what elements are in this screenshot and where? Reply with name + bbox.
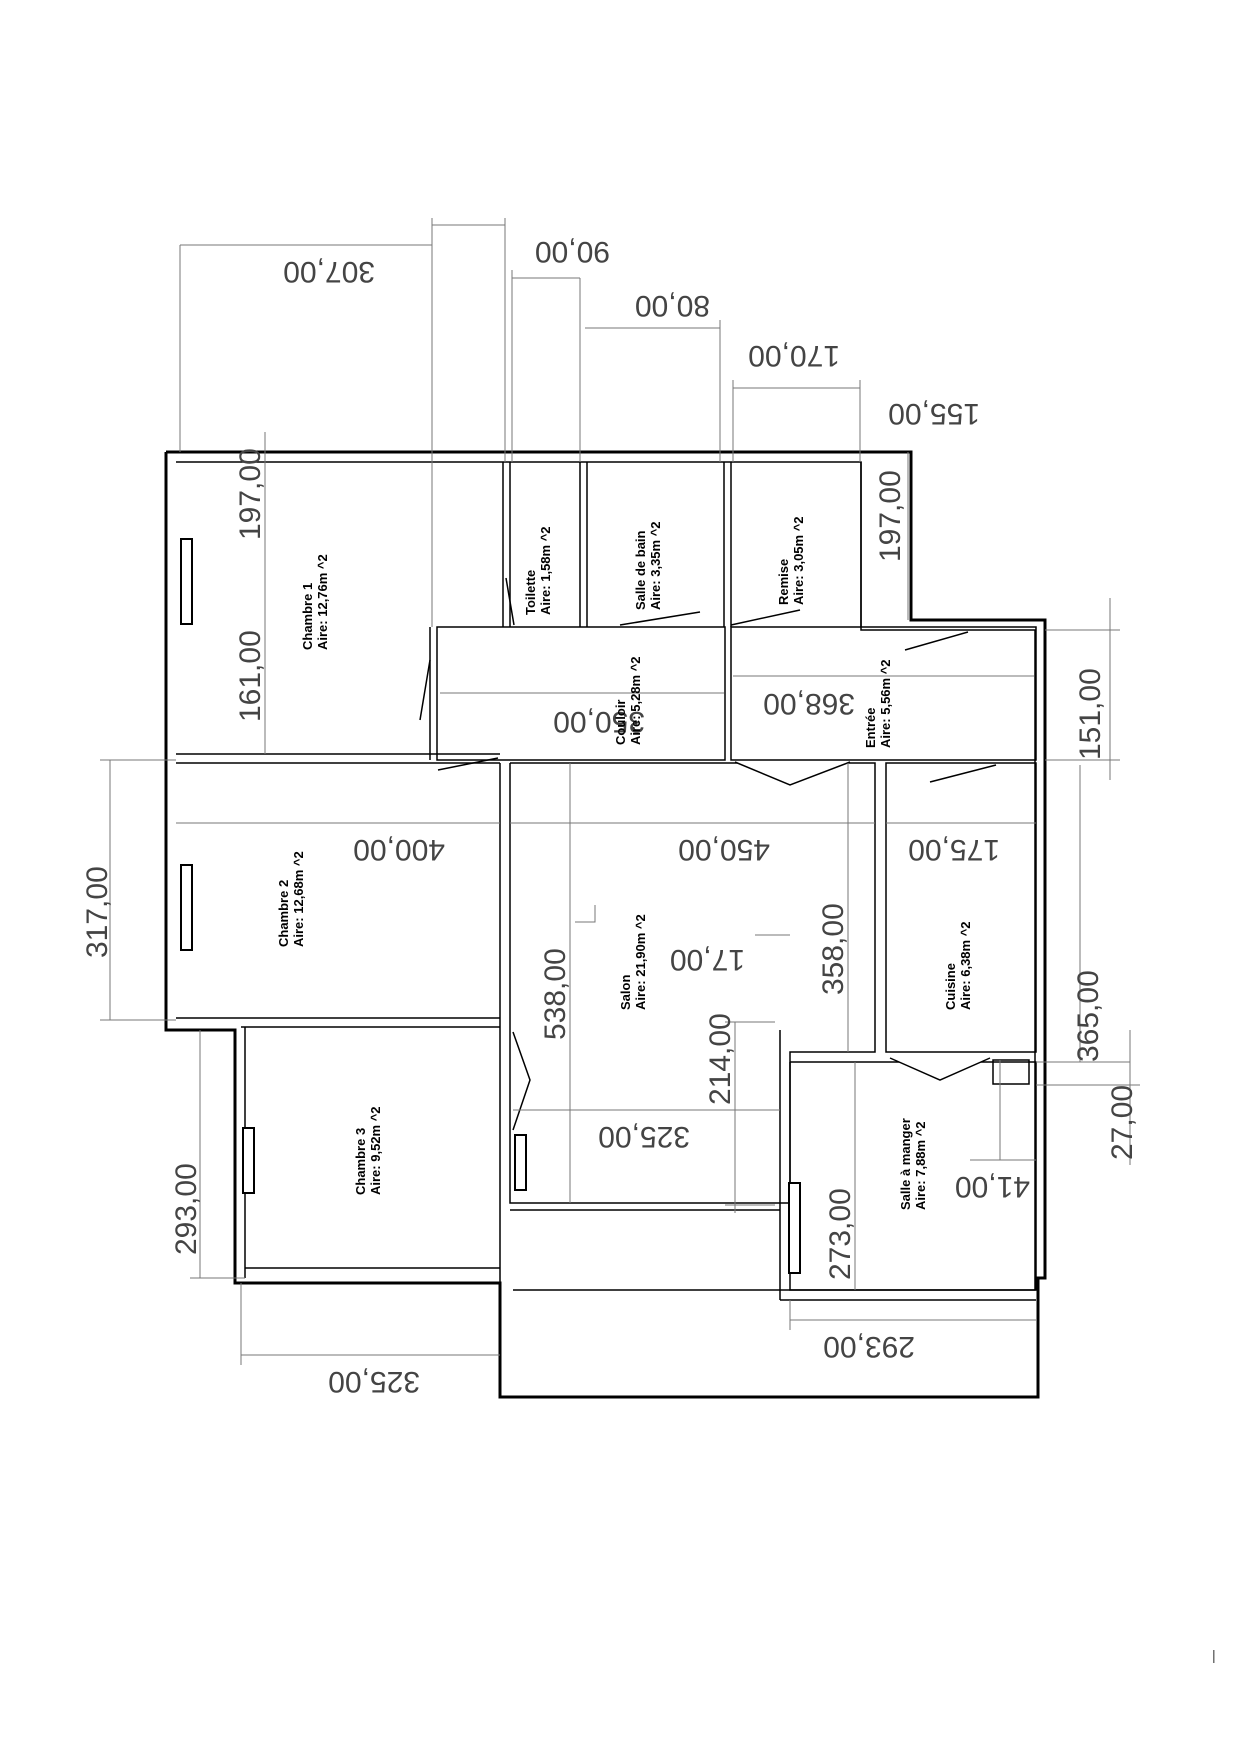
room-name: Salle de bain (633, 530, 648, 610)
room-name: Cuisine (943, 963, 958, 1010)
dim-ch2-400: 400,00 (353, 833, 445, 866)
room-name: Remise (776, 559, 791, 605)
dim-right-27: 27,00 (1106, 1085, 1139, 1160)
room-area: Aire: 3,35m ^2 (648, 521, 663, 610)
couloir-outline (436, 626, 726, 761)
window-salon (514, 1134, 527, 1191)
room-area: Aire: 7,88m ^2 (913, 1121, 928, 1210)
dim-bottom-325: 325,00 (328, 1365, 420, 1398)
door-salle-de-bain (619, 611, 701, 626)
room-label-chambre-3: Chambre 3 Aire: 9,52m ^2 (353, 1106, 383, 1195)
dim-top-80: 80,00 (635, 289, 710, 322)
room-area: Aire: 6,38m ^2 (958, 921, 973, 1010)
dim-ch1-197: 197,00 (234, 448, 267, 540)
dim-right-151: 151,00 (1074, 668, 1107, 760)
door-salon-double (734, 761, 851, 786)
dim-top-307: 307,00 (283, 255, 375, 288)
room-name: Toilette (523, 570, 538, 615)
room-name: Couloir (613, 700, 628, 746)
dim-salon-214: 214,00 (704, 1013, 737, 1105)
room-area: Aire: 21,90m ^2 (633, 914, 648, 1010)
door-cuisine (929, 764, 997, 783)
entree-outline (730, 626, 1037, 761)
window-chambre-3 (242, 1127, 255, 1194)
room-area: Aire: 5,28m ^2 (628, 656, 643, 745)
room-area: Aire: 12,76m ^2 (315, 554, 330, 650)
dim-top-155: 155,00 (888, 397, 980, 430)
column (992, 1059, 1030, 1085)
door-chambre-1 (419, 659, 431, 721)
dim-left-293: 293,00 (170, 1163, 203, 1255)
room-label-remise: Remise Aire: 3,05m ^2 (776, 516, 806, 605)
dim-salon-325: 325,00 (598, 1120, 690, 1153)
room-name: Chambre 2 (276, 880, 291, 947)
room-label-salle-a-manger: Salle à manger Aire: 7,88m ^2 (898, 1118, 928, 1210)
room-name: Salon (618, 975, 633, 1010)
dim-salon-450: 450,00 (678, 833, 770, 866)
dim-salon-17: 17,00 (670, 943, 745, 976)
dim-remise-197: 197,00 (874, 470, 907, 562)
door-toilette (505, 577, 515, 626)
margin-mark: | (1212, 1647, 1216, 1663)
room-area: Aire: 5,56m ^2 (878, 659, 893, 748)
room-area: Aire: 3,05m ^2 (791, 516, 806, 605)
dim-couloir-350: 350,00 (553, 705, 645, 738)
room-label-chambre-2: Chambre 2 Aire: 12,68m ^2 (276, 851, 306, 947)
windows (180, 538, 801, 1274)
room-name: Chambre 3 (353, 1128, 368, 1195)
room-label-toilette: Toilette Aire: 1,58m ^2 (523, 526, 553, 615)
room-label-salon: Salon Aire: 21,90m ^2 (618, 914, 648, 1010)
room-label-couloir: Couloir Aire: 5,28m ^2 (613, 656, 643, 745)
door-couloir (437, 757, 499, 771)
door-salle-a-manger (889, 1057, 991, 1081)
room-labels: Chambre 1 Aire: 12,76m ^2 Toilette Aire:… (276, 516, 973, 1210)
door-entree (904, 631, 969, 651)
window-chambre-2 (180, 864, 193, 951)
dimension-lines (100, 218, 1140, 1365)
dim-left-317: 317,00 (81, 866, 114, 958)
dim-right-365: 365,00 (1072, 970, 1105, 1062)
room-label-chambre-1: Chambre 1 Aire: 12,76m ^2 (300, 554, 330, 650)
window-salle-a-manger (788, 1182, 801, 1274)
room-label-cuisine: Cuisine Aire: 6,38m ^2 (943, 921, 973, 1010)
salon-outline (509, 762, 876, 1204)
room-name: Entrée (863, 708, 878, 748)
dim-ch1-161: 161,00 (234, 630, 267, 722)
outer-wall (164, 450, 1047, 1399)
cuisine-outline (885, 762, 1037, 1053)
door-remise (730, 609, 801, 626)
room-area: Aire: 1,58m ^2 (538, 526, 553, 615)
room-label-entree: Entrée Aire: 5,56m ^2 (863, 659, 893, 748)
window-chambre-1 (180, 538, 193, 625)
dim-salon-538: 538,00 (539, 948, 572, 1040)
dim-sam-273: 273,00 (824, 1188, 857, 1280)
dim-salon-358: 358,00 (817, 903, 850, 995)
room-area: Aire: 12,68m ^2 (291, 851, 306, 947)
doors (419, 577, 997, 1131)
dim-top-90: 90,00 (535, 235, 610, 268)
room-label-salle-de-bain: Salle de bain Aire: 3,35m ^2 (633, 521, 663, 610)
room-area: Aire: 9,52m ^2 (368, 1106, 383, 1195)
room-name: Salle à manger (898, 1118, 913, 1210)
door-chambre-3 (512, 1031, 531, 1131)
dim-sam-41: 41,00 (955, 1170, 1030, 1203)
dim-cuisine-175: 175,00 (908, 833, 1000, 866)
dim-bottom-293: 293,00 (823, 1330, 915, 1363)
dim-top-170: 170,00 (748, 339, 840, 372)
room-name: Chambre 1 (300, 583, 315, 650)
dimension-labels: 307,00 90,00 80,00 170,00 155,00 197,00 … (81, 235, 1139, 1398)
dim-entree-368: 368,00 (763, 687, 855, 720)
